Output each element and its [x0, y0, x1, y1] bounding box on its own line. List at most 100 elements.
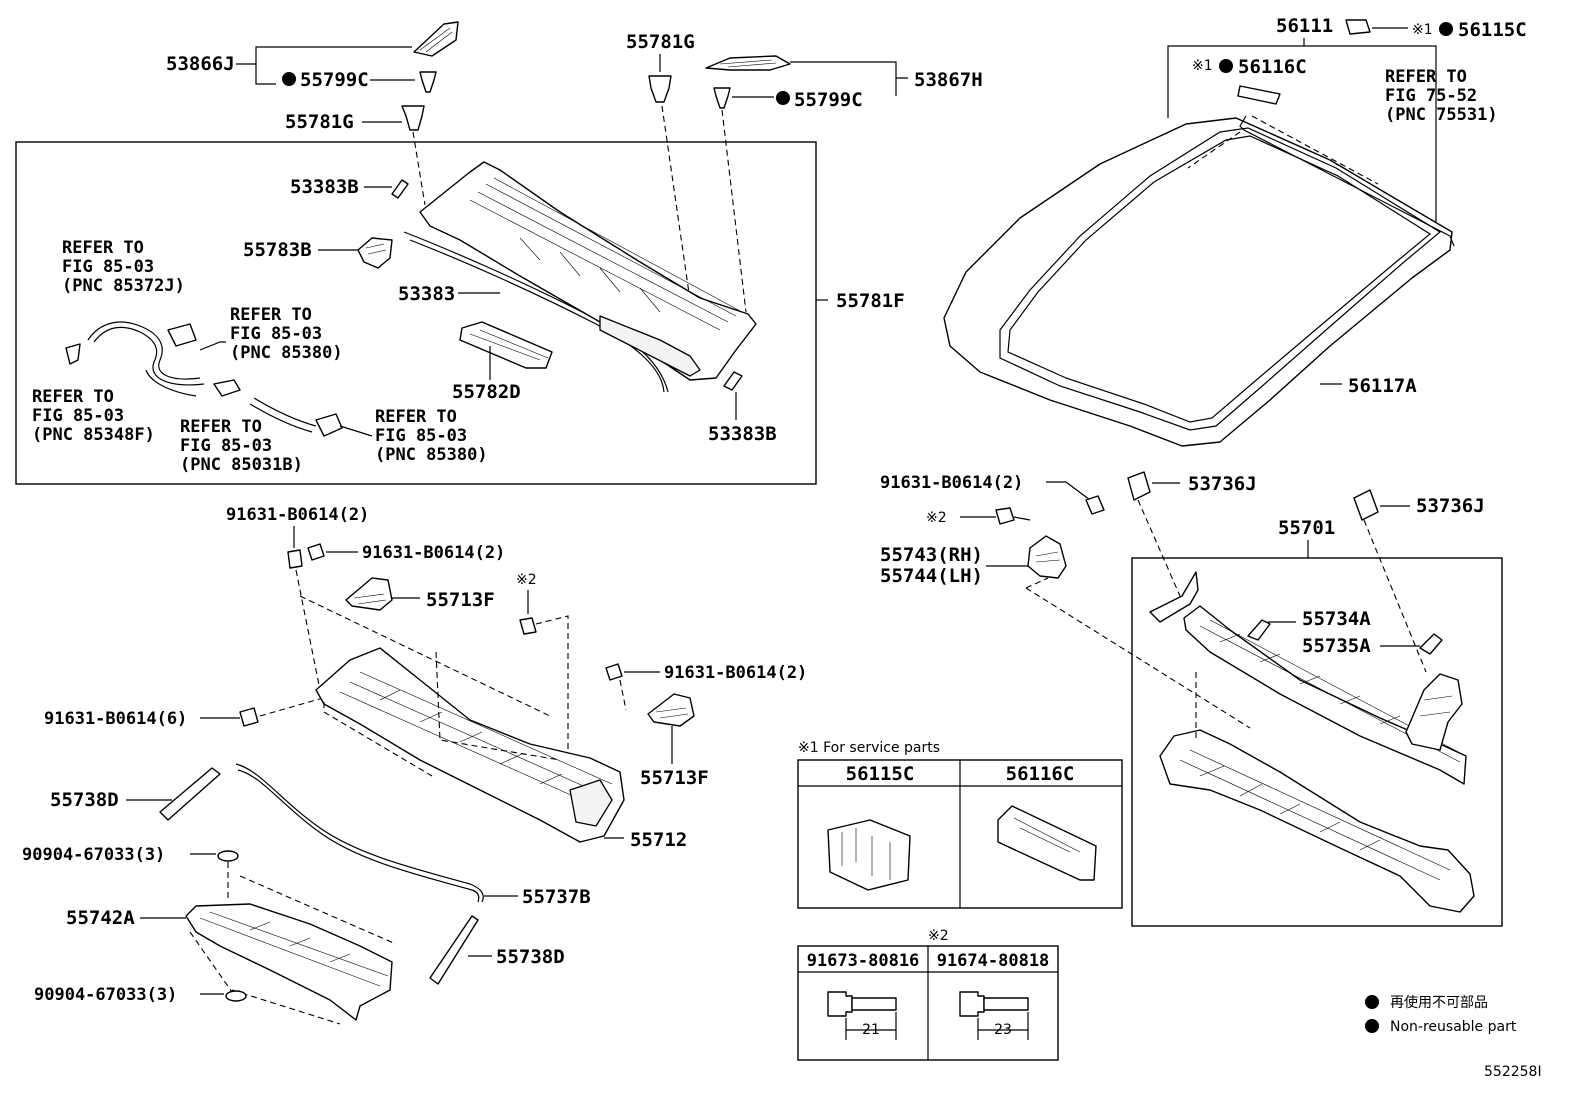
cowl-panel-55701-frame: [1131, 557, 1503, 927]
fastener-col-91673[interactable]: 91673-80816: [807, 951, 920, 971]
ref-85031B-line2[interactable]: FIG 85-03: [180, 436, 272, 456]
bolt-91631-mid-c-icon: [605, 663, 623, 681]
label-56111[interactable]: 56111: [1276, 15, 1333, 37]
label-55744-LH[interactable]: 55744(LH): [880, 565, 983, 587]
bolt-91631-right-icon: [1085, 495, 1105, 515]
note1-mark-a: ※1: [1412, 22, 1433, 38]
note2-mark-b: ※2: [516, 572, 537, 588]
label-55781F[interactable]: 55781F: [836, 290, 905, 312]
bolt-91631-mid-b-icon: [307, 543, 325, 561]
ref-85372J-line2[interactable]: FIG 85-03: [62, 257, 154, 277]
label-55734A[interactable]: 55734A: [1302, 608, 1371, 630]
windshield-glass-icon: [943, 117, 1453, 447]
bracket-53867H-icon: [705, 55, 791, 71]
cowl-panel-55712-icon: [315, 647, 625, 843]
label-55799C-left[interactable]: 55799C: [300, 69, 369, 91]
ref-75531-line1[interactable]: REFER TO: [1385, 67, 1467, 87]
legend-jp: 再使用不可部品: [1390, 994, 1488, 1011]
connector-85348F-icon: [65, 343, 81, 365]
label-53383B-bottom[interactable]: 53383B: [708, 423, 777, 445]
cowl-lower-panel-icon: [1159, 729, 1475, 913]
ref-85348F-line3[interactable]: (PNC 85348F): [32, 425, 155, 445]
service-col-56116C[interactable]: 56116C: [1006, 763, 1075, 785]
ref-85380-line1[interactable]: REFER TO: [230, 305, 312, 325]
label-55712[interactable]: 55712: [630, 829, 687, 851]
label-55735A[interactable]: 55735A: [1302, 635, 1371, 657]
label-55737B[interactable]: 55737B: [522, 886, 591, 908]
label-55743-RH[interactable]: 55743(RH): [880, 544, 983, 566]
label-56116C[interactable]: 56116C: [1238, 56, 1307, 78]
label-91631-right[interactable]: 91631-B0614(2): [880, 473, 1023, 493]
ref-75531-line2[interactable]: FIG 75-52: [1385, 86, 1477, 106]
label-91631-mid-six[interactable]: 91631-B0614(6): [44, 709, 187, 729]
clip-55799C-icon: [419, 71, 437, 93]
label-90904-top[interactable]: 90904-67033(3): [22, 845, 165, 865]
ref-85380-line3[interactable]: (PNC 85380): [230, 343, 343, 363]
label-55782D[interactable]: 55782D: [452, 381, 521, 403]
clip-90904-bottom-icon: [225, 990, 247, 1002]
label-53736J-left[interactable]: 53736J: [1188, 473, 1257, 495]
seal-55782D-icon: [459, 321, 553, 369]
label-91631-mid-c[interactable]: 91631-B0614(2): [664, 663, 807, 683]
ref-85348F-line2[interactable]: FIG 85-03: [32, 406, 124, 426]
ref-85380-b-line3[interactable]: (PNC 85380): [375, 445, 488, 465]
label-55738D-bottom[interactable]: 55738D: [496, 946, 565, 968]
bolt-91674-icon: [959, 991, 985, 1017]
label-91631-mid-b[interactable]: 91631-B0614(2): [362, 543, 505, 563]
bracket-53866J-icon: [413, 21, 459, 57]
ref-75531-line3[interactable]: (PNC 75531): [1385, 105, 1498, 125]
ref-85348F-line1[interactable]: REFER TO: [32, 387, 114, 407]
service-parts-table: ※1 For service parts 56115C 56116C: [797, 740, 1123, 909]
spacer-56116C-icon: [1237, 85, 1281, 105]
label-53383[interactable]: 53383: [398, 283, 455, 305]
legend-dot-en-icon: [1365, 1019, 1379, 1033]
label-55742A[interactable]: 55742A: [66, 907, 135, 929]
brace-55734A-icon: [1247, 619, 1271, 641]
brace-55735A-icon: [1419, 633, 1443, 655]
label-55783B[interactable]: 55783B: [243, 239, 312, 261]
label-55781G-left[interactable]: 55781G: [285, 111, 354, 133]
fastener-caption: ※2: [928, 928, 949, 944]
legend: 再使用不可部品 Non-reusable part 552258I: [1365, 994, 1542, 1080]
label-90904-bottom[interactable]: 90904-67033(3): [34, 985, 177, 1005]
ref-85372J-line1[interactable]: REFER TO: [62, 238, 144, 258]
bracket-55783B-icon: [357, 237, 393, 269]
connector-85380-icon: [167, 323, 197, 347]
note1-mark-b: ※1: [1192, 58, 1213, 74]
label-53383B-top[interactable]: 53383B: [290, 176, 359, 198]
ref-85031B-line1[interactable]: REFER TO: [180, 417, 262, 437]
service-col-56115C[interactable]: 56115C: [846, 763, 915, 785]
windshield-molding-56117A-icon: [999, 127, 1442, 431]
brace-55734A-left-icon: [1149, 571, 1199, 623]
label-56117A[interactable]: 56117A: [1348, 375, 1417, 397]
service-parts-caption: ※1 For service parts: [798, 740, 940, 756]
label-53867H[interactable]: 53867H: [914, 69, 983, 91]
clip-56115C-icon: [1345, 19, 1371, 35]
label-55713F-bottom[interactable]: 55713F: [640, 767, 709, 789]
ref-85380-b-line1[interactable]: REFER TO: [375, 407, 457, 427]
label-55738D-top[interactable]: 55738D: [50, 789, 119, 811]
label-56115C[interactable]: 56115C: [1458, 19, 1527, 41]
label-55701[interactable]: 55701: [1278, 517, 1335, 539]
label-55713F-top[interactable]: 55713F: [426, 589, 495, 611]
bolt-note2-mid-icon: [519, 617, 537, 635]
clip-55781G-left-icon: [401, 105, 425, 131]
cowl-side-panel-icon: [1405, 673, 1463, 751]
non-reusable-dot-icon: [776, 91, 790, 105]
fastener-length-23: 23: [994, 1022, 1012, 1038]
label-91631-mid-top[interactable]: 91631-B0614(2): [226, 505, 369, 525]
ref-85372J-line3[interactable]: (PNC 85372J): [62, 276, 185, 296]
label-55799C-right[interactable]: 55799C: [794, 89, 863, 111]
non-reusable-dot-icon: [282, 72, 296, 86]
harness-85372J-icon: [87, 321, 201, 380]
label-55781G-center[interactable]: 55781G: [626, 31, 695, 53]
label-53736J-right[interactable]: 53736J: [1416, 495, 1485, 517]
ref-85380-line2[interactable]: FIG 85-03: [230, 324, 322, 344]
fastener-col-91674[interactable]: 91674-80818: [937, 951, 1050, 971]
clip-group-top-center: 55781G 53867H 55799C: [626, 31, 983, 313]
ref-85380-b-line2[interactable]: FIG 85-03: [375, 426, 467, 446]
label-53866J[interactable]: 53866J: [166, 53, 235, 75]
cowl-inner-panel-icon: [1183, 605, 1467, 785]
ref-85031B-line3[interactable]: (PNC 85031B): [180, 455, 303, 475]
